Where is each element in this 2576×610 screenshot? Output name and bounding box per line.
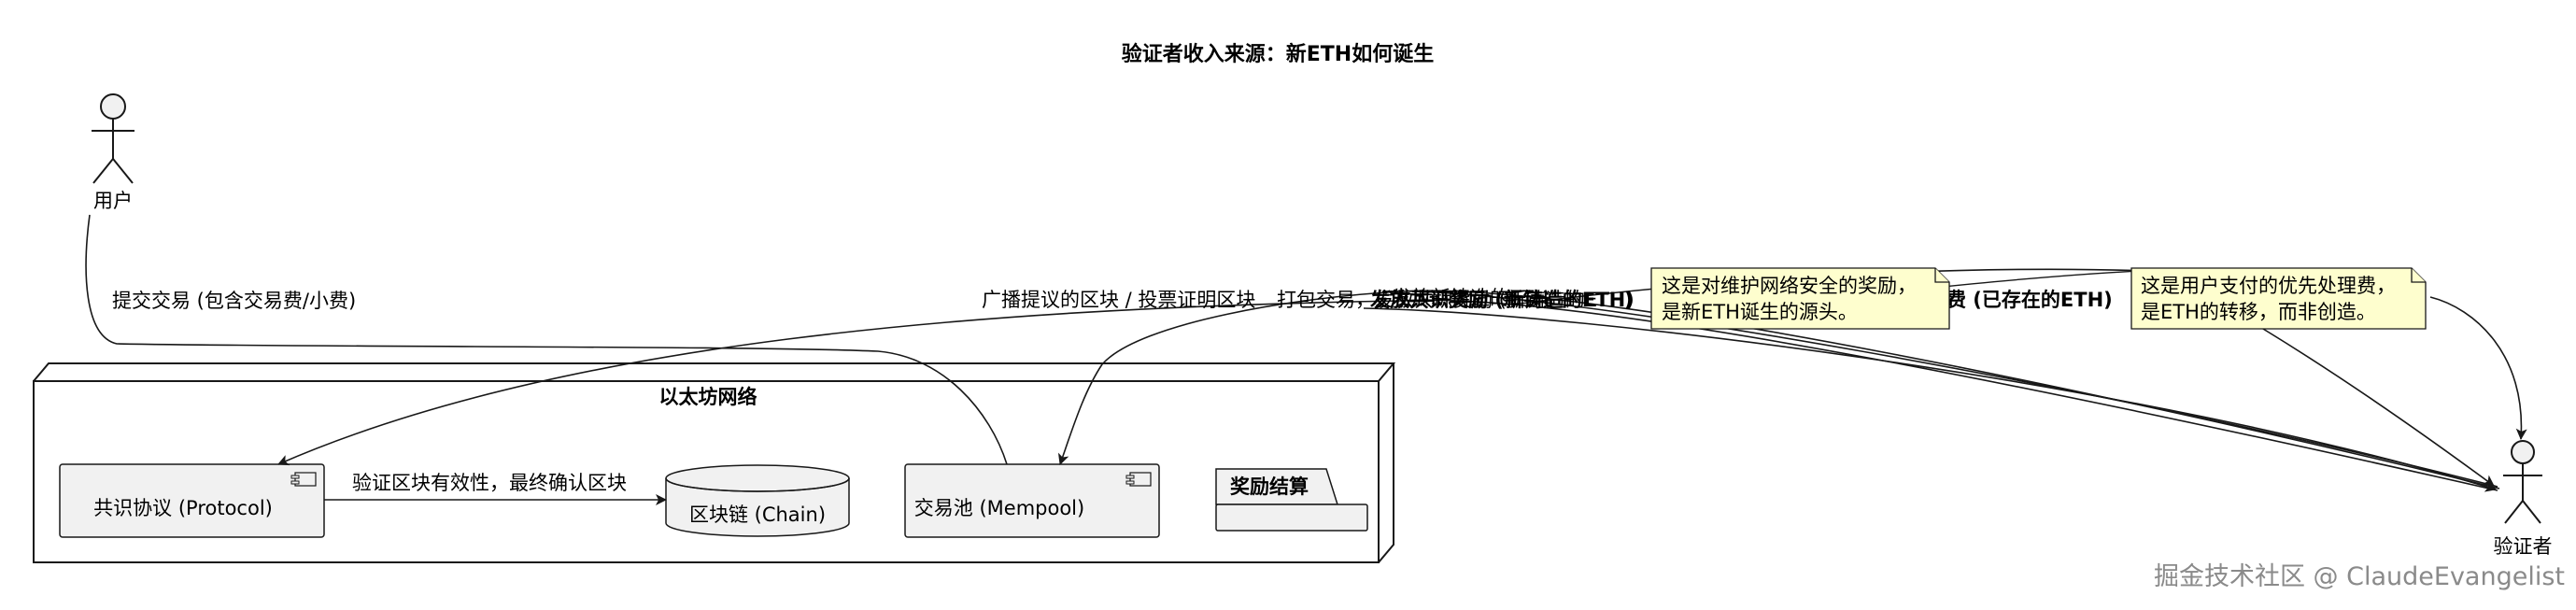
mempool-component xyxy=(904,463,1160,538)
user-actor xyxy=(92,93,134,184)
validator-actor-label: 验证者 xyxy=(2494,535,2553,558)
edge-label-validate: 验证区块有效性，最终确认区块 xyxy=(352,472,627,494)
protocol-component xyxy=(59,463,325,538)
settlement-label: 奖励结算 xyxy=(1230,475,1309,498)
chain-database xyxy=(665,464,850,537)
diagram-title: 验证者收入来源：新ETH如何诞生 xyxy=(1122,42,1434,66)
edge-feenote-to-validator xyxy=(2429,296,2527,440)
fee-note-line-1: 这是用户支付的优先处理费， xyxy=(2141,275,2396,297)
edge-settlement-to-validator-reward xyxy=(1363,307,2497,492)
validator-actor xyxy=(2503,440,2542,524)
chain-label: 区块链 (Chain) xyxy=(689,504,826,526)
edge-user-to-mempool xyxy=(85,214,1008,465)
reward-note-line-2: 是新ETH诞生的源头。 xyxy=(1662,301,1858,323)
reward-note-line-1: 这是对维护网络安全的奖励， xyxy=(1662,275,1917,297)
edge-label-pack-tx: 打包交易，发放共识奖励 (新铸造的ETH) xyxy=(1277,289,1632,311)
protocol-label: 共识协议 (Protocol) xyxy=(93,497,273,519)
fee-note-line-2: 是ETH的转移，而非创造。 xyxy=(2141,301,2376,323)
edge-validator-to-protocol xyxy=(277,299,2498,491)
edge-label-broadcast: 广播提议的区块 / 投票证明区块 xyxy=(982,289,1255,311)
ethereum-network-label: 以太坊网络 xyxy=(659,386,757,408)
edge-label-overlap-a: 发放共识奖励 (新铸造的ETH) xyxy=(1369,289,1635,311)
reward-note xyxy=(1650,267,1950,330)
mempool-label: 交易池 (Mempool) xyxy=(914,497,1084,519)
edge-label-overlap-b: 发放新铸造的ETH xyxy=(1392,287,1549,309)
user-actor-label: 用户 xyxy=(93,190,133,212)
settlement-package xyxy=(1215,468,1368,532)
watermark: 掘金技术社区 @ ClaudeEvangelist xyxy=(2154,562,2565,591)
edge-label-submit-tx: 提交交易 (包含交易费/小费) xyxy=(112,290,356,312)
edge-validator-to-protocol-2 xyxy=(1381,290,2498,488)
fee-note xyxy=(2130,267,2427,330)
